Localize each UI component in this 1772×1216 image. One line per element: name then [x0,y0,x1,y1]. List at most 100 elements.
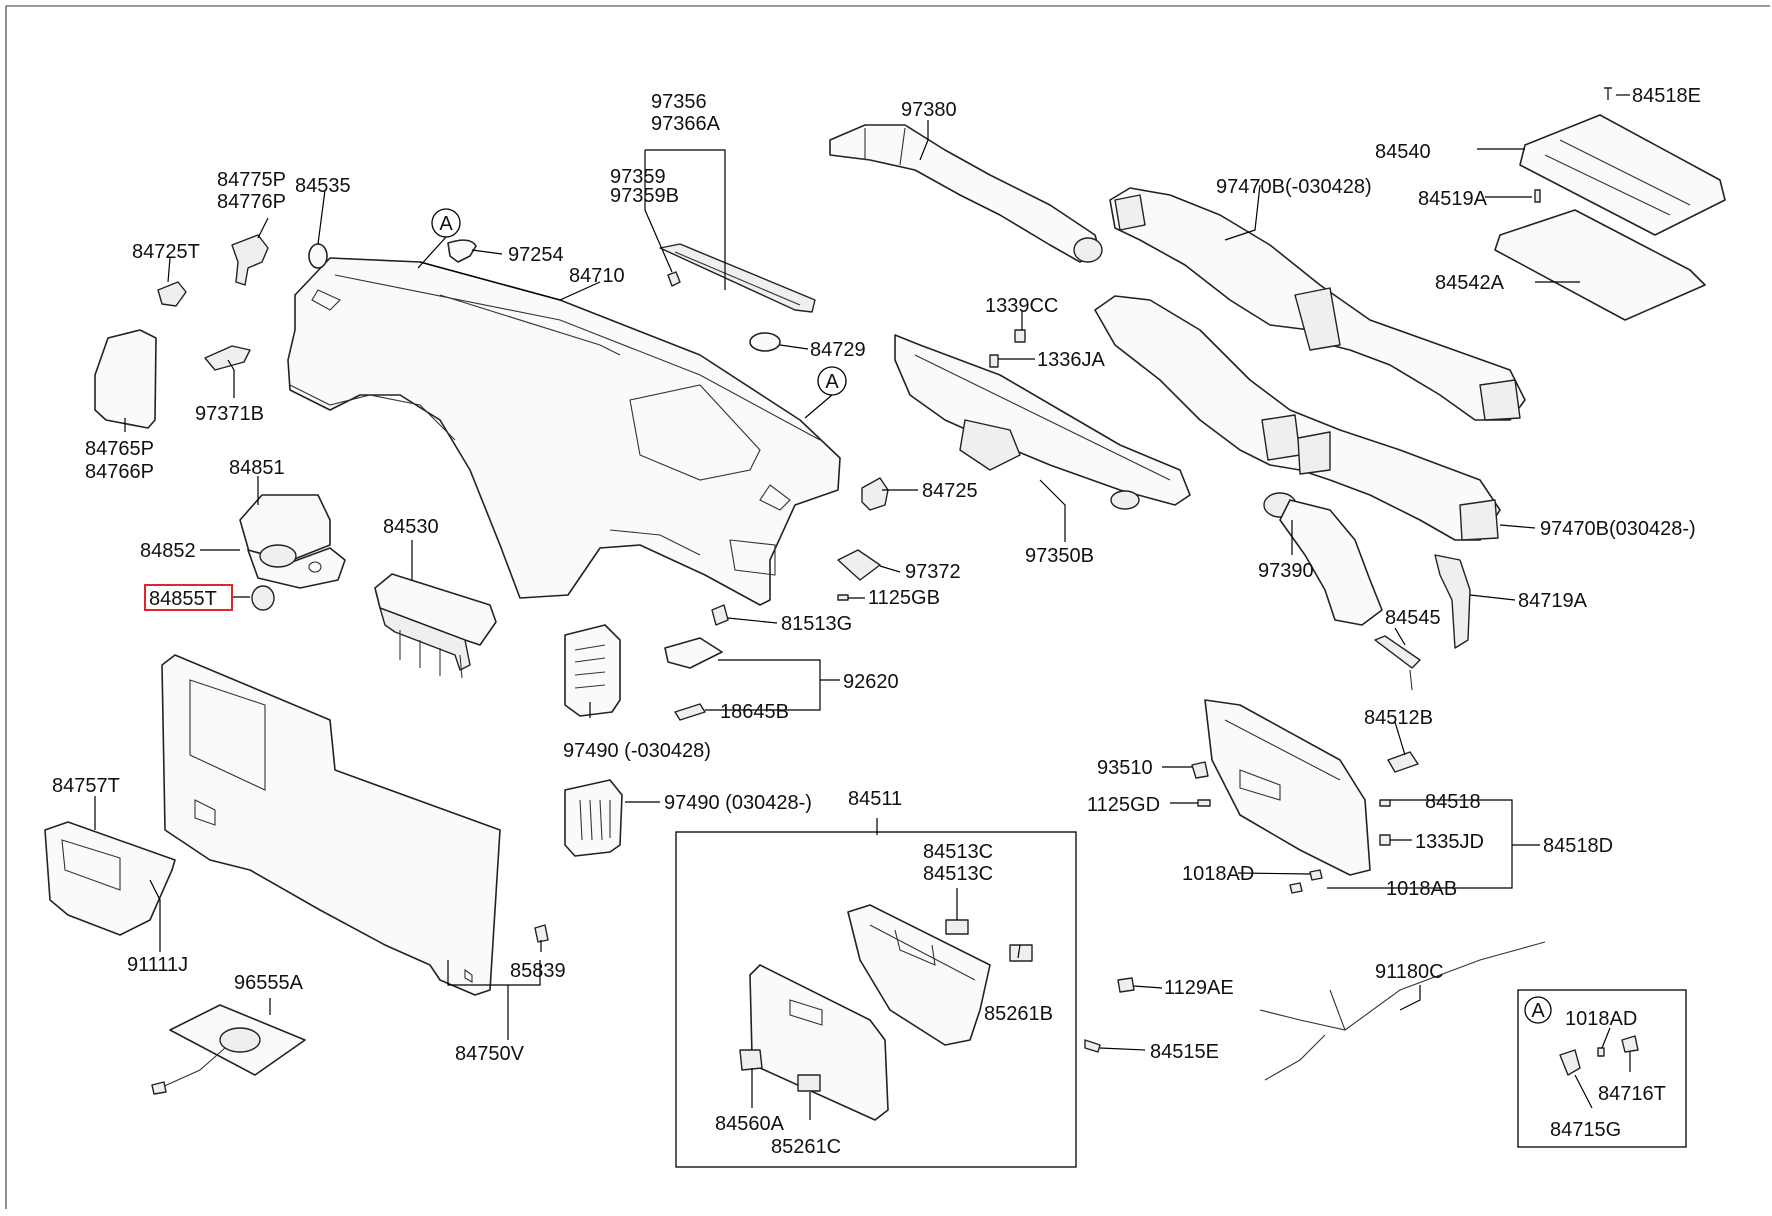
label-97490-pre: 97490 (-030428) [563,740,711,762]
glove-box-drawing [739,904,991,1121]
clip-1335jd-drawing [1379,834,1391,846]
plug-84535-drawing [308,243,328,269]
clip-81513g-drawing [711,604,729,626]
label-84776p: 84776P [217,191,286,213]
clip-84716t-drawing [1621,1035,1639,1053]
label-97356: 97356 [651,91,707,113]
label-84729: 84729 [810,339,866,361]
airbag-module-drawing [374,573,497,679]
label-84513c-drawing [945,919,969,935]
label-81513g: 81513G [781,613,852,635]
label-85261b-drawing [1009,944,1033,962]
label-1018ad-a: 1018AD [1565,1008,1637,1030]
label-84518e: 84518E [1632,85,1701,107]
label-84855t: 84855T [149,588,217,610]
screw-1018ad-drawing [1309,869,1323,881]
screw-1018ad-a-drawing [1597,1047,1605,1057]
label-84515e: 84515E [1150,1041,1219,1063]
label-85261c: 85261C [771,1136,841,1158]
leader-lines [94,94,1631,1120]
svg-text:A: A [439,213,453,235]
clip-84715g-drawing [1559,1049,1581,1076]
label-84530: 84530 [383,516,439,538]
nut-1339cc-drawing [1014,329,1026,343]
label-84725t: 84725T [132,241,200,263]
label-97366a: 97366A [651,113,721,135]
damper-84545-drawing [1374,635,1421,669]
label-84852: 84852 [140,540,196,562]
box-84757t-drawing [44,821,176,936]
duct-97390-drawing [1263,492,1383,626]
bulb-18645b-drawing [674,703,706,721]
label-1018ad: 1018AD [1182,863,1254,885]
garnish-detail [674,251,801,306]
glove-box-group-frame [675,831,1077,1168]
label-84519a: 84519A [1418,188,1488,210]
callout-a-1-lead [417,236,447,269]
label-18645b: 18645B [720,701,789,723]
label-97359b: 97359B [610,185,679,207]
label-97254: 97254 [508,244,564,266]
screw-1125gb-drawing [837,594,849,601]
label-97380: 97380 [901,99,957,121]
vent-97490-lower-drawing [564,779,623,857]
screw-1018ab-drawing [1289,882,1303,894]
duct-97350b-drawing [894,334,1191,510]
screw-84518-drawing [1379,799,1391,807]
label-93510: 93510 [1097,757,1153,779]
svg-text:A: A [1531,1000,1545,1022]
harness-branch [1264,989,1346,1081]
bolt-84515e-drawing [1084,1039,1101,1053]
damper-detail [1409,669,1413,691]
screw-1125gd-drawing [1197,799,1211,807]
crash-pad-drawing [287,257,841,606]
svg-text:A: A [825,371,839,393]
frame-border [5,5,1770,1209]
lower-panel-84750v-drawing [161,654,501,996]
column-shroud-drawing [239,494,346,589]
screw-84518e-drawing [1604,87,1612,100]
callout-a-3: A [1524,996,1552,1024]
plate-84542a-drawing [1494,209,1706,321]
label-1018ab: 1018AB [1386,878,1457,900]
ring-84855t-drawing [251,585,275,611]
label-84535: 84535 [295,175,351,197]
clip-97254-drawing [447,239,477,263]
label-97490-post: 97490 (030428-) [664,792,812,814]
vent-97490-upper-drawing [564,624,621,717]
callout-a-1: A [431,208,461,238]
label-1125gb: 1125GB [868,587,940,609]
clip-93510-drawing [1191,761,1209,779]
label-84518: 84518 [1425,791,1481,813]
label-85261b: 85261B [984,1003,1053,1025]
clip-1336ja-drawing [989,354,999,368]
label-1335jd: 1335JD [1415,831,1484,853]
bracket-84725t-drawing [157,281,187,307]
vent-97371b-drawing [204,345,251,371]
clip-97359-drawing [667,271,681,287]
detail-a-frame [1517,989,1687,1148]
label-84513c-1: 84513C [923,841,993,863]
lamp-92620-drawing [664,637,723,669]
label-97470b-post: 97470B(030428-) [1540,518,1696,540]
latch-84512b-drawing [1387,751,1419,773]
sensor-96555a-drawing [151,1004,306,1095]
bracket-84775p-drawing [231,234,269,286]
glove-housing-drawing [1204,699,1371,876]
label-84765p: 84765P [85,438,154,460]
label-84725: 84725 [922,480,978,502]
grille-97372-drawing [837,549,881,581]
label-84511: 84511 [848,788,902,810]
label-91111j: 91111J [127,954,188,976]
label-85261c-drawing [797,1074,821,1092]
label-97350b: 97350B [1025,545,1094,567]
label-84716t: 84716T [1598,1083,1666,1105]
plate-84540-drawing [1519,114,1726,236]
label-97371b: 97371B [195,403,264,425]
label-84719a: 84719A [1518,590,1588,612]
label-1336ja: 1336JA [1037,349,1105,371]
label-84851: 84851 [229,457,285,479]
label-97390: 97390 [1258,560,1314,582]
